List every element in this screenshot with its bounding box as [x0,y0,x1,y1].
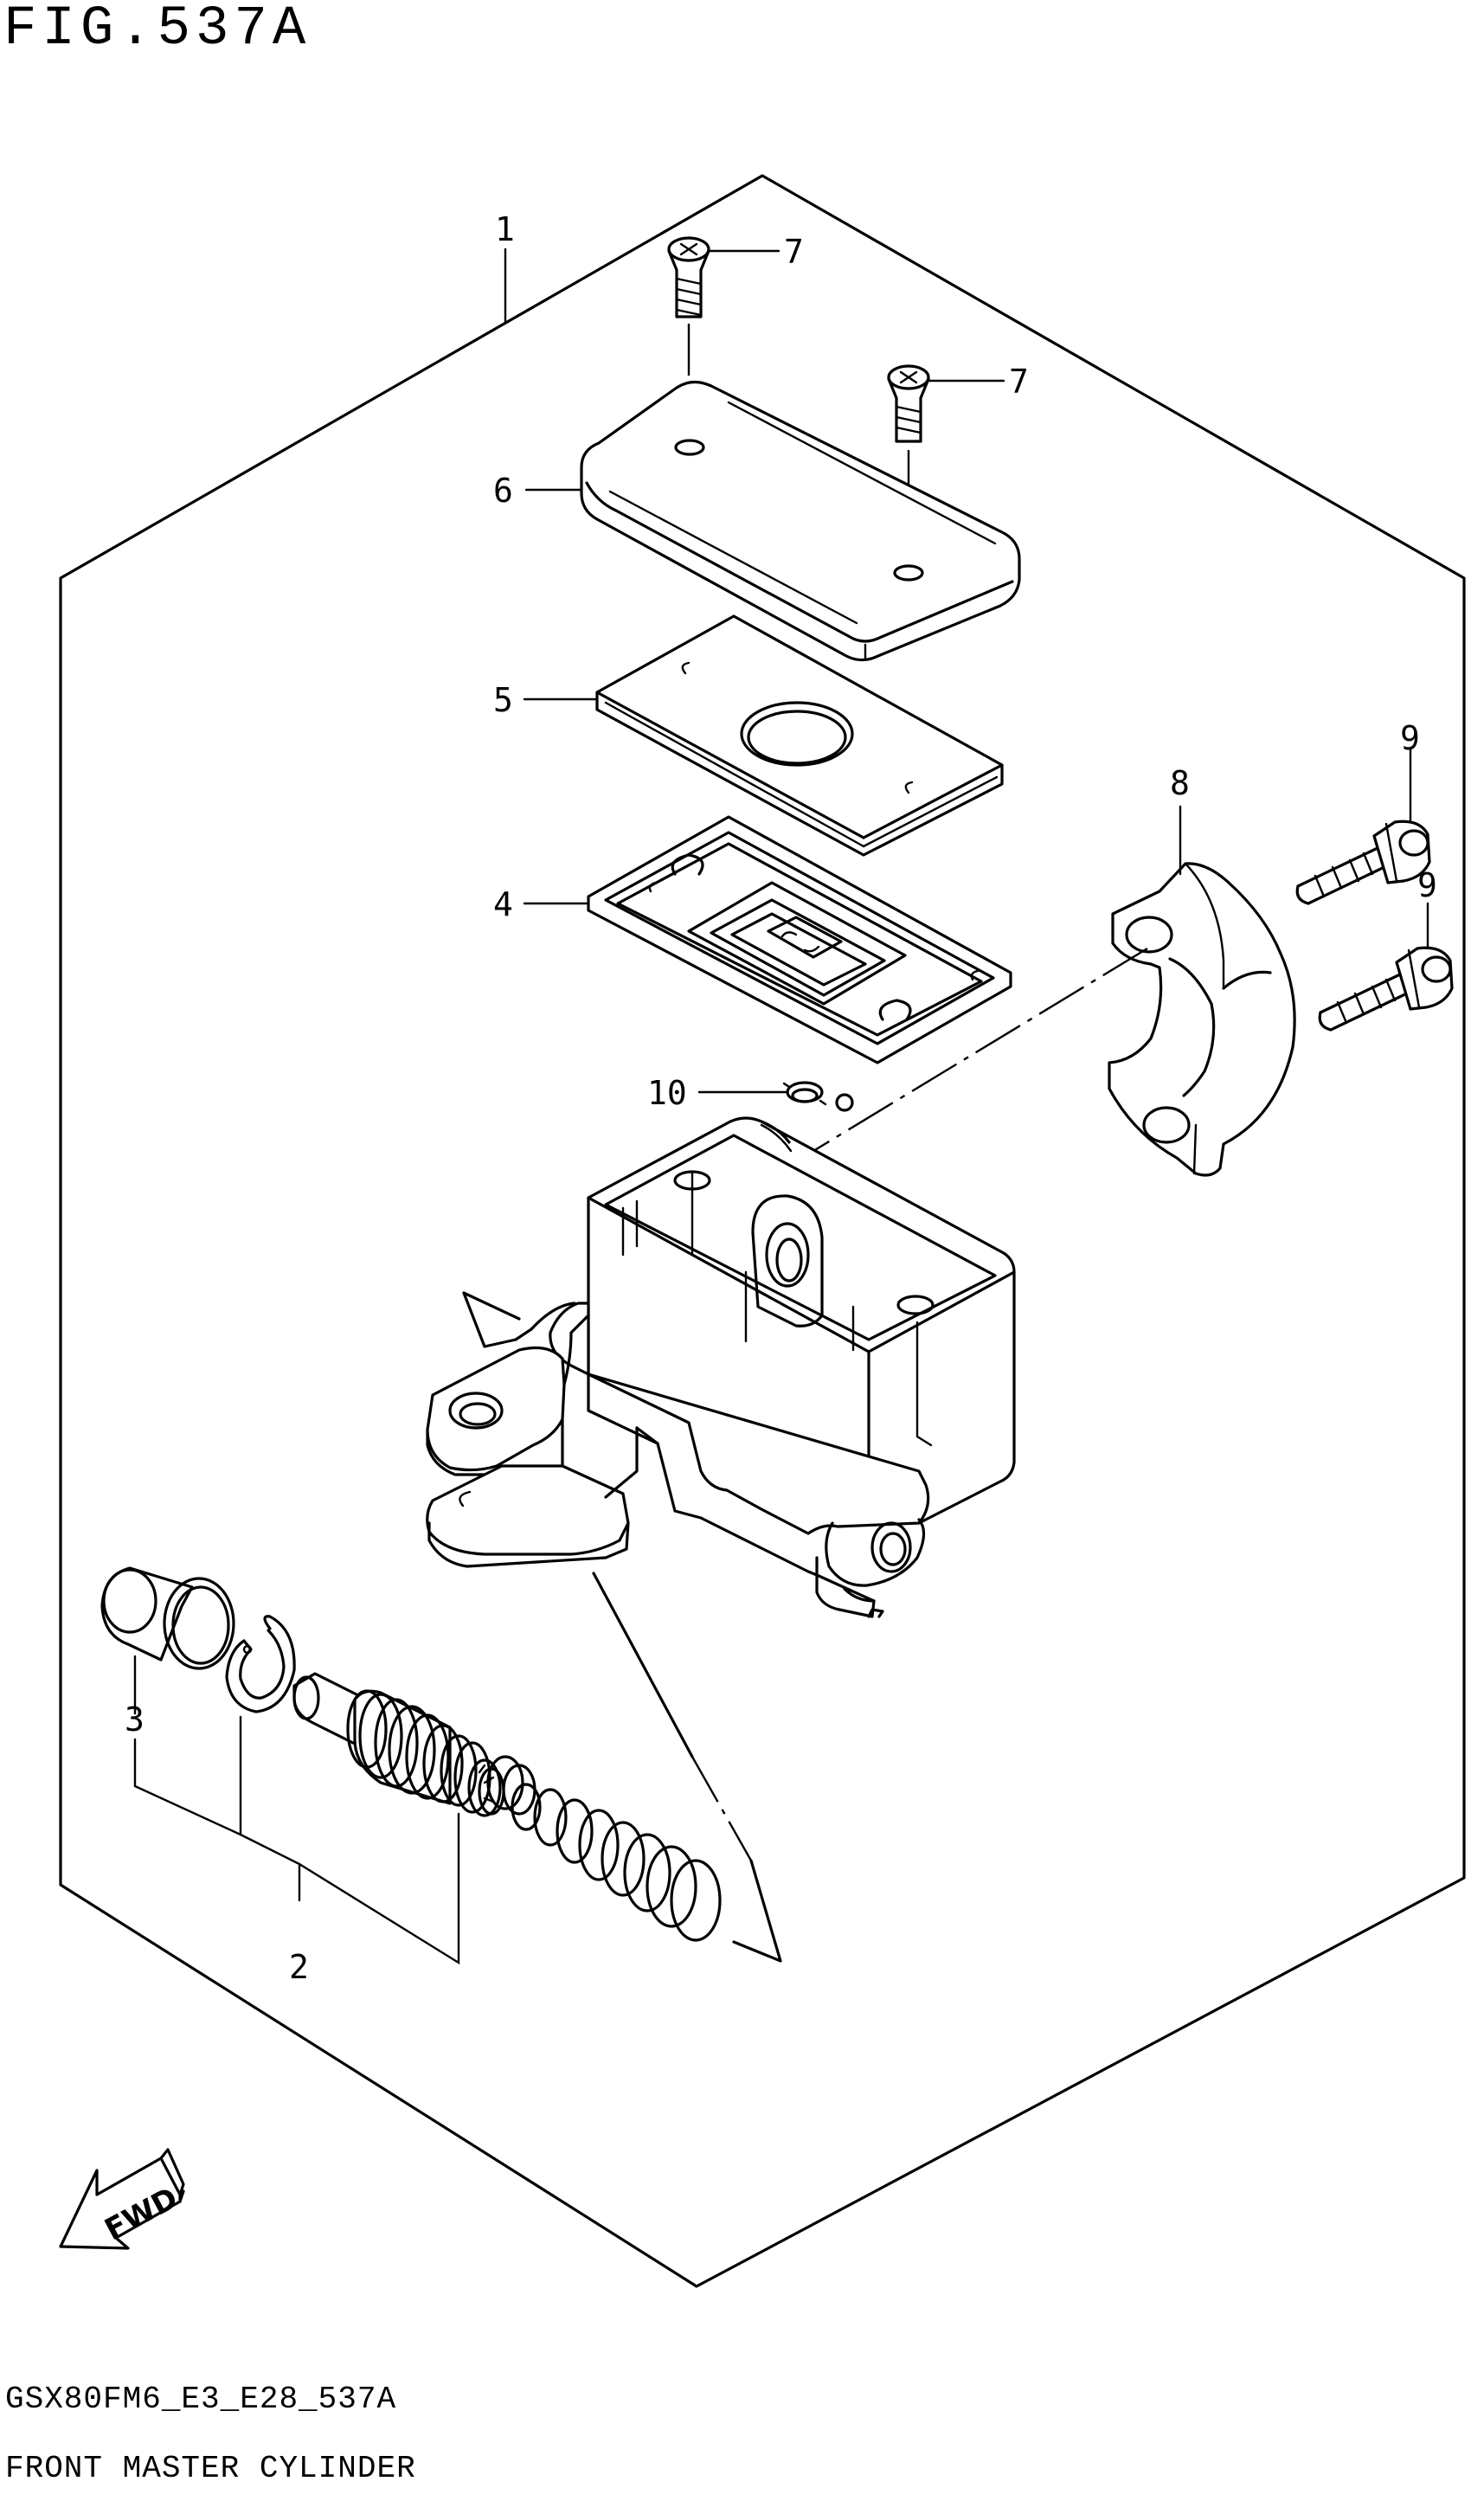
callout-9a: 9 [1400,719,1420,757]
dust-boot-part-3[interactable] [100,1566,235,1670]
callout-9b: 9 [1417,866,1437,904]
figure-description: FRONT MASTER CYLINDER [5,2451,416,2486]
boot-part-10[interactable] [782,1081,854,1112]
master-cylinder-body[interactable] [426,1116,1016,1618]
diaphragm-part-4[interactable] [587,815,1012,1064]
callout-7b: 7 [1009,363,1029,401]
screw-part-7-right[interactable] [887,364,930,443]
drawing-code: GSX80FM6_E3_E28_537A [5,2382,397,2417]
assembly-boundary [59,174,1466,2288]
callout-5: 5 [493,681,513,719]
return-spring[interactable] [511,1783,722,1942]
assembly-leader [592,1572,694,1758]
callout-10: 10 [647,1074,687,1112]
figure-title: FIG.537A [3,0,312,61]
callout-6: 6 [493,472,513,510]
center-line [813,947,1148,1153]
callout-4: 4 [493,885,513,923]
center-line [691,1756,753,1861]
callout-7a: 7 [784,233,804,271]
bolt-part-9-upper[interactable] [1295,820,1431,905]
callout-2: 2 [289,1948,309,1986]
leader-lines [133,248,1429,1965]
reservoir-cap-part-6[interactable] [580,380,1021,662]
callout-1: 1 [495,210,515,248]
callout-8: 8 [1170,764,1190,802]
circlip[interactable] [225,1615,296,1713]
diaphragm-plate-part-5[interactable] [595,614,1004,857]
assembly-leader [732,1859,782,1963]
bolt-part-9-lower[interactable] [1318,946,1454,1032]
callout-3: 3 [125,1700,145,1739]
fwd-arrow-icon: FWD [59,2148,185,2250]
holder-clamp-part-8[interactable] [1108,862,1296,1177]
screw-part-7-left[interactable] [667,236,710,318]
piston-assembly-part-2[interactable] [292,1672,536,1817]
